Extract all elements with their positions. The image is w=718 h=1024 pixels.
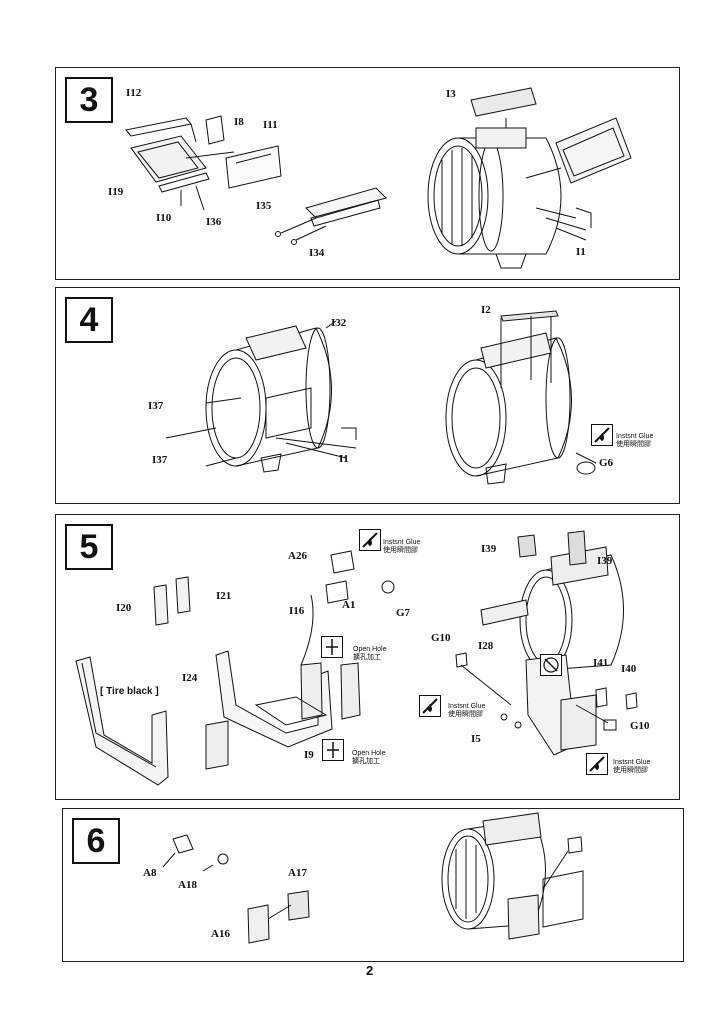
- part-label-i32: I32: [331, 317, 347, 329]
- part-label-i34: I34: [309, 247, 325, 259]
- part-label-i35: I35: [256, 200, 272, 212]
- no-tool-icon: [540, 654, 562, 676]
- tire-black-note: [ Tire black ]: [100, 686, 159, 697]
- part-label-g10b: G10: [630, 720, 650, 732]
- step-4-panel: 4: [55, 287, 680, 504]
- step-5-panel: 5: [55, 514, 680, 800]
- drill-icon: [322, 739, 344, 761]
- open-hole-note-zh: 擴孔加工: [353, 654, 381, 661]
- part-label-g6: G6: [599, 457, 614, 469]
- part-label-a17: A17: [288, 867, 307, 879]
- open-hole-note-en: Open Hole: [352, 750, 386, 757]
- glue-note-en: Instsnt Glue: [448, 703, 486, 710]
- drill-icon: [321, 636, 343, 658]
- part-label-g7: G7: [396, 607, 411, 619]
- part-label-a16: A16: [211, 928, 230, 940]
- part-label-i8: I8: [234, 116, 244, 128]
- part-label-i40: I40: [621, 663, 637, 675]
- part-label-i11: I11: [263, 119, 278, 131]
- part-label-g10a: G10: [431, 632, 451, 644]
- part-label-a1: A1: [342, 599, 356, 611]
- glue-drop-icon: [419, 695, 441, 717]
- glue-drop-icon: [586, 753, 608, 775]
- part-label-i39b: I39: [597, 555, 613, 567]
- step-6-drawing: [162, 812, 584, 944]
- part-label-i137a: I37: [148, 400, 164, 412]
- step-3-panel: 3: [55, 67, 680, 280]
- glue-drop-icon: [359, 529, 381, 551]
- part-label-i16: I16: [289, 605, 305, 617]
- part-label-i41: I41: [593, 657, 609, 669]
- glue-note-zh: 使用瞬間膠: [616, 441, 651, 448]
- part-label-i2: I2: [481, 304, 491, 316]
- part-label-i1: I1: [576, 246, 586, 258]
- open-hole-note-en: Open Hole: [353, 646, 387, 653]
- step-number: 3: [65, 77, 113, 123]
- part-label-i3: I3: [446, 88, 456, 100]
- glue-note-zh: 使用瞬間膠: [613, 767, 648, 774]
- part-label-i20: I20: [116, 602, 132, 614]
- step-4-drawing: [165, 310, 597, 485]
- part-label-i21: I21: [216, 590, 232, 602]
- part-label-a8: A8: [143, 867, 157, 879]
- glue-note-zh: 使用瞬間膠: [448, 711, 483, 718]
- part-label-i39a: I39: [481, 543, 497, 555]
- part-label-i24: I24: [182, 672, 198, 684]
- part-label-i137b: I37: [152, 454, 168, 466]
- part-label-i28: I28: [478, 640, 494, 652]
- open-hole-note-zh: 擴孔加工: [352, 758, 380, 765]
- glue-drop-icon: [591, 424, 613, 446]
- glue-note-en: Instsnt Glue: [383, 539, 421, 546]
- glue-note-en: Instsnt Glue: [616, 433, 654, 440]
- step-number: 5: [65, 524, 113, 570]
- step-number: 4: [65, 297, 113, 343]
- part-label-i9: I9: [304, 749, 314, 761]
- part-label-a18: A18: [178, 879, 197, 891]
- step-6-panel: 6 A8 A18 A17 A16: [62, 808, 684, 962]
- part-label-i5: I5: [471, 733, 481, 745]
- glue-note-en: Instsnt Glue: [613, 759, 651, 766]
- step-5-drawing: [75, 530, 638, 786]
- part-label-i10: I10: [156, 212, 172, 224]
- part-label-i1: I1: [339, 453, 349, 465]
- part-label-a26: A26: [288, 550, 307, 562]
- page-number: 2: [366, 963, 374, 978]
- glue-note-zh: 使用瞬間膠: [383, 547, 418, 554]
- step-number: 6: [72, 818, 120, 864]
- step-3-drawing: [125, 87, 632, 269]
- part-label-i19: I19: [108, 186, 124, 198]
- part-label-i12: I12: [126, 87, 142, 99]
- part-label-i36: I36: [206, 216, 222, 228]
